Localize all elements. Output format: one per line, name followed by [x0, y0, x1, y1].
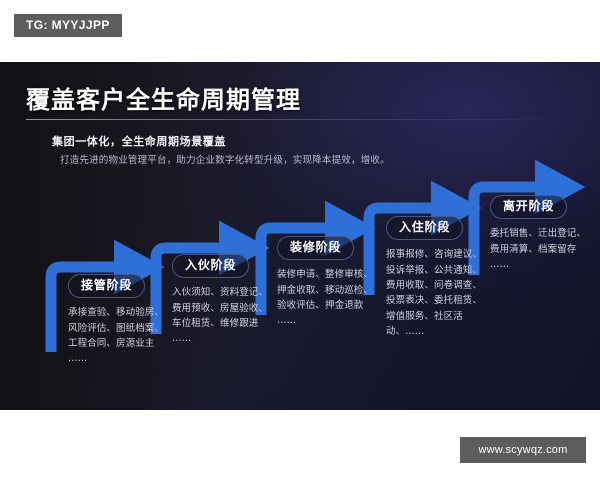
page-title: 覆盖客户全生命周期管理 — [26, 86, 301, 114]
watermark-tag: TG: MYYJJPP — [14, 14, 122, 37]
step-label-1: 接管阶段 — [68, 274, 146, 299]
step-body-5: 委托销售、迁出登记、费用清算、档案留存 …… — [490, 228, 587, 270]
step-label-4: 入住阶段 — [386, 216, 464, 241]
step-label-2: 入伙阶段 — [172, 254, 250, 279]
step-body-4: 报事报修、咨询建议、投诉举报、公共通知、费用收取、问卷调查、投票表决、委托租赁、… — [386, 249, 483, 338]
step-item-4[interactable]: 入住阶段 报事报修、咨询建议、投诉举报、公共通知、费用收取、问卷调查、投票表决、… — [386, 216, 494, 339]
slide-panel: 覆盖客户全生命周期管理 集团一体化，全生命周期场景覆盖 打造先进的物业管理平台，… — [0, 62, 600, 410]
footer-watermark: www.scywqz.com — [460, 437, 586, 463]
subtitle-heading: 集团一体化，全生命周期场景覆盖 — [52, 135, 226, 148]
step-label-3: 装修阶段 — [277, 236, 355, 261]
title-divider — [26, 119, 574, 120]
step-body-1: 承接查验、移动验房、风险评估、图纸档案、工程合同、房源业主 …… — [68, 307, 165, 365]
step-item-5[interactable]: 离开阶段 委托销售、迁出登记、费用清算、档案留存 …… — [490, 195, 598, 272]
step-body-2: 入伙须知、资料登记、费用预收、房屋验收、车位租赁、维修跟进 …… — [172, 287, 269, 345]
step-body-3: 装修申请、整修审核、押金收取、移动巡检、验收评估、押金退款 …… — [277, 269, 374, 327]
step-item-1[interactable]: 接管阶段 承接查验、移动验房、风险评估、图纸档案、工程合同、房源业主 …… — [68, 274, 176, 367]
subtitle-text: 打造先进的物业管理平台，助力企业数字化转型升级，实现降本提效，增收。 — [60, 155, 390, 166]
step-label-5: 离开阶段 — [490, 195, 568, 220]
step-item-2[interactable]: 入伙阶段 入伙须知、资料登记、费用预收、房屋验收、车位租赁、维修跟进 …… — [172, 254, 280, 347]
step-item-3[interactable]: 装修阶段 装修申请、整修审核、押金收取、移动巡检、验收评估、押金退款 …… — [277, 236, 385, 329]
